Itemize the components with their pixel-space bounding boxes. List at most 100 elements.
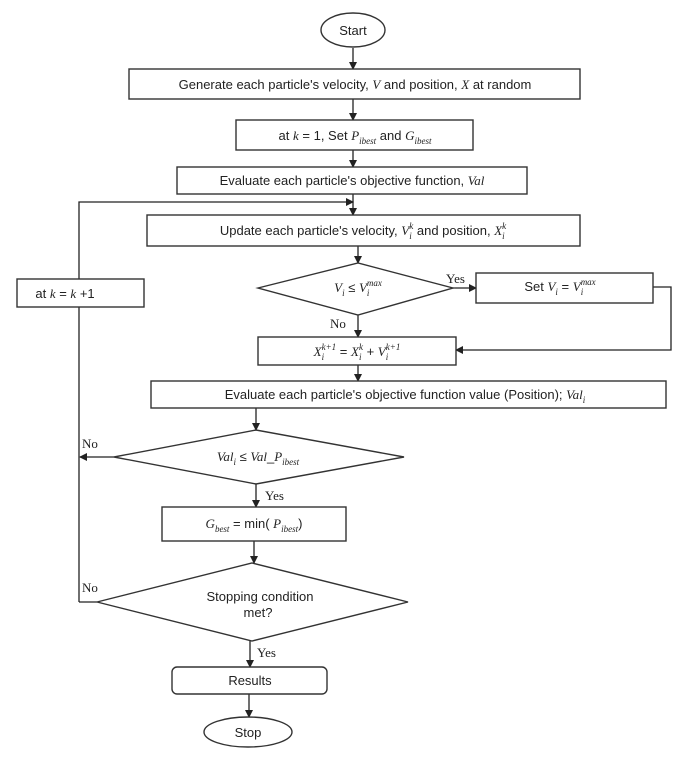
no-label-pcheck: No — [82, 436, 98, 451]
position-update-label-part: i — [359, 352, 362, 362]
init-label-part: and — [376, 128, 405, 143]
gbest-label-part: best — [215, 524, 230, 534]
start-node — [320, 12, 386, 48]
velocity-check-label-part: ≤ — [345, 280, 359, 295]
evaluate-label: Evaluate each particle's objective funct… — [220, 173, 485, 188]
position-update-label-part: i — [322, 352, 325, 362]
gbest-label-part: G — [206, 516, 216, 531]
pbest-check-label-part: _ — [266, 449, 275, 464]
pbest-check-label-part: i — [233, 457, 236, 467]
init-label-part: ibest — [414, 136, 431, 146]
pbest-check-label-part: Val — [217, 449, 234, 464]
stop-check-label-2: met? — [244, 605, 273, 620]
increment-box — [16, 278, 145, 308]
pbest-check-diamond — [113, 429, 405, 485]
velocity-check-diamond — [255, 262, 456, 316]
update-label-part: k — [409, 221, 414, 231]
update-label-part: and position, — [413, 223, 494, 238]
no-label-vcheck: No — [330, 316, 346, 331]
update-label-part: Update each particle's velocity, — [220, 223, 401, 238]
init-label: at k = 1, Set Pibest and Gibest — [279, 128, 432, 146]
velocity-check-label-part: max — [367, 278, 382, 288]
evaluate-box — [176, 166, 528, 195]
generate-label-part: V — [372, 77, 382, 92]
no-label-stopcheck: No — [82, 580, 98, 595]
init-label-part: = 1, Set — [299, 128, 351, 143]
gbest-label-part: P — [272, 516, 281, 531]
pbest-check-label-part: ≤ — [236, 449, 250, 464]
gbest-label-part: ibest — [281, 524, 298, 534]
update-label-part: k — [502, 221, 507, 231]
pbest-check-label: Vali ≤ Val_Pibest — [217, 449, 300, 467]
init-label-part: P — [350, 128, 359, 143]
position-update-label-part: X — [350, 344, 360, 359]
velocity-set-label-part: max — [581, 277, 596, 287]
increment-label-part: k — [50, 286, 56, 301]
position-update-label-part: + — [363, 344, 378, 359]
update-label-part: V — [401, 223, 411, 238]
position-update-label-part: k+1 — [322, 342, 337, 352]
generate-box — [128, 68, 581, 100]
init-label-part: at — [279, 128, 293, 143]
increment-label: at k = k +1 — [35, 286, 94, 301]
update-box — [146, 214, 581, 247]
results-label: Results — [228, 673, 272, 688]
stop-node — [203, 716, 293, 748]
stop-check-diamond — [96, 562, 409, 642]
velocity-set-label-part: V — [573, 279, 583, 294]
velocity-set-label-part: V — [547, 279, 557, 294]
init-label-part: G — [405, 128, 415, 143]
position-update-label-part: i — [386, 352, 389, 362]
yes-label-pcheck: Yes — [265, 488, 284, 503]
update-label-part: i — [409, 231, 412, 241]
increment-label-part: k — [70, 286, 76, 301]
position-update-label-part: X — [313, 344, 323, 359]
velocity-check-label-part: i — [367, 288, 370, 298]
increment-label-part: = — [56, 286, 71, 301]
stop-label: Stop — [235, 725, 262, 740]
generate-label: Generate each particle's velocity, V and… — [179, 77, 532, 92]
increment-label-part: at — [35, 286, 49, 301]
evaluate-value-label-part: Val — [566, 387, 583, 402]
velocity-check-label-part: i — [342, 288, 345, 298]
generate-label-part: and position, — [380, 77, 461, 92]
position-update-label-part: k+1 — [386, 342, 401, 352]
update-label-part: i — [502, 231, 505, 241]
velocity-set-label-part: i — [581, 287, 584, 297]
velocity-set-label-part: Set — [524, 279, 547, 294]
gbest-label-part: = min( — [229, 516, 273, 531]
evaluate-label-part: Evaluate each particle's objective funct… — [220, 173, 468, 188]
update-label-part: X — [493, 223, 503, 238]
generate-label-part: X — [460, 77, 470, 92]
start-label: Start — [339, 23, 367, 38]
pbest-check-label-part: P — [273, 449, 282, 464]
position-update-label-part: = — [336, 344, 351, 359]
pbest-check-label-part: Val — [250, 449, 267, 464]
increment-label-part: +1 — [76, 286, 94, 301]
loop-back-line — [78, 198, 354, 602]
pbest-check-label-part: ibest — [282, 457, 299, 467]
velocity-check-label: Vi ≤ Vimax — [334, 278, 382, 298]
velocity-check-label-part: V — [334, 280, 344, 295]
velocity-set-label: Set Vi = Vimax — [524, 277, 595, 297]
stop-check-label-1: Stopping condition — [207, 589, 314, 604]
gbest-label: Gbest = min( Pibest) — [206, 516, 303, 534]
position-update-label-part: k — [359, 342, 364, 352]
generate-label-part: at random — [469, 77, 531, 92]
gbest-box — [161, 506, 347, 542]
arrow-vset-position — [455, 286, 672, 354]
yes-label-vcheck: Yes — [446, 271, 465, 286]
init-label-part: k — [293, 128, 299, 143]
velocity-set-label-part: i — [555, 287, 558, 297]
velocity-set-box — [475, 272, 654, 304]
evaluate-value-label-part: i — [583, 395, 586, 405]
evaluate-value-label: Evaluate each particle's objective funct… — [225, 387, 586, 405]
gbest-label-part: ) — [298, 516, 302, 531]
init-box — [235, 119, 474, 151]
update-label: Update each particle's velocity, Vik and… — [220, 221, 507, 241]
generate-label-part: Generate each particle's velocity, — [179, 77, 373, 92]
yes-label-stopcheck: Yes — [257, 645, 276, 660]
evaluate-label-part: Val — [468, 173, 485, 188]
velocity-set-label-part: = — [558, 279, 573, 294]
